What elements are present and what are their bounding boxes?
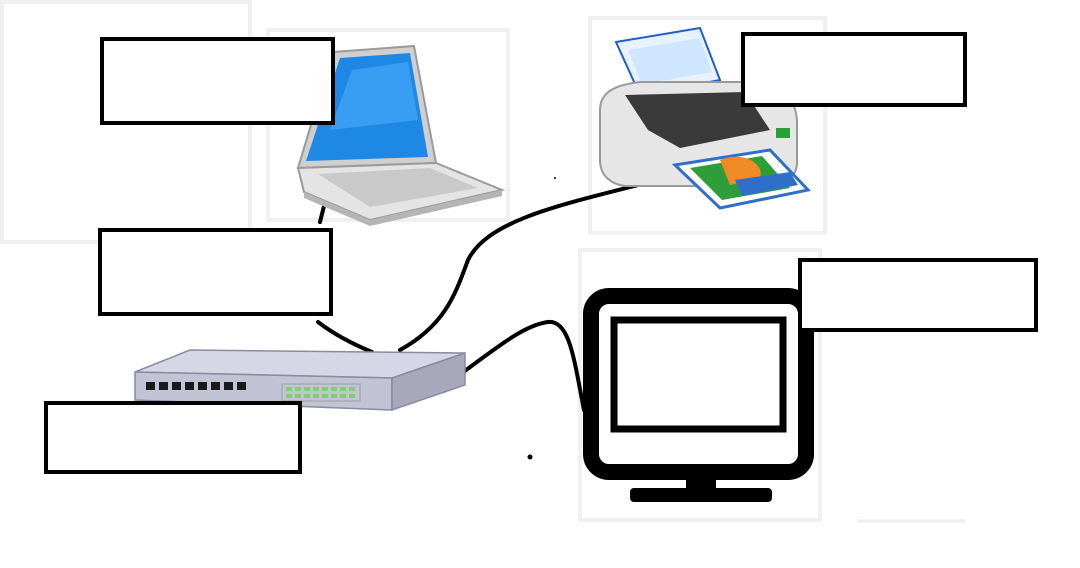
switch-ports xyxy=(146,382,246,390)
stray-dot xyxy=(554,177,556,179)
stray-dot xyxy=(527,454,533,460)
laptop-label-box[interactable] xyxy=(100,37,335,125)
printer-icon xyxy=(599,26,811,210)
laptop-icon xyxy=(296,44,506,226)
switch-leds xyxy=(286,387,355,398)
printer-label-box[interactable] xyxy=(741,32,967,107)
monitor-icon xyxy=(583,288,814,502)
network-switch-icon xyxy=(134,349,466,412)
monitor-label-box[interactable] xyxy=(798,258,1038,332)
switch-label-box[interactable] xyxy=(44,401,302,474)
cable-printer-to-switch xyxy=(398,180,652,352)
cable-label-box[interactable] xyxy=(98,228,333,316)
cable-monitor-to-switch xyxy=(460,320,586,412)
